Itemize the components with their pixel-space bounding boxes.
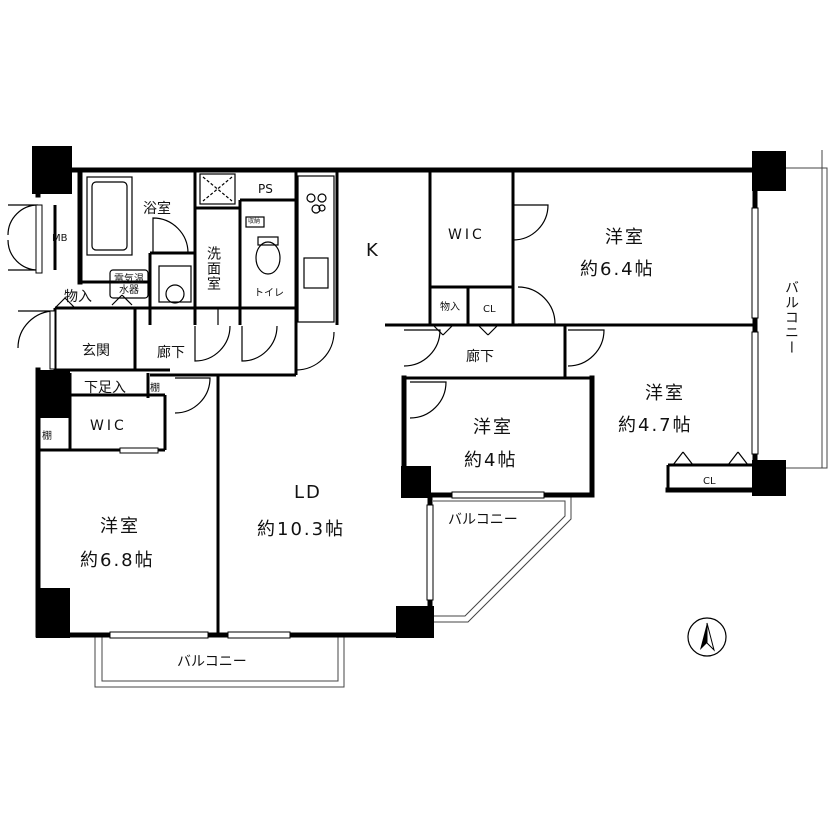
kitchen-counter (297, 175, 335, 323)
label-tiny: 収納 (248, 218, 261, 225)
columns (32, 146, 786, 638)
balcony-bottom-outline (94, 636, 345, 688)
label-toilet: トイレ (254, 288, 284, 299)
window-wic-left (119, 447, 159, 454)
label-room-sw-size: 約6.8帖 (80, 550, 155, 571)
label-kitchen: K (366, 240, 380, 261)
sink-bowl (165, 284, 185, 304)
door-storage-mid (432, 324, 454, 336)
label-room-mid-size: 約4帖 (464, 450, 518, 471)
door-room-ne (512, 204, 549, 241)
label-ld-size: 約10.3帖 (257, 519, 346, 540)
door-room-east (567, 329, 605, 367)
bathtub (86, 176, 133, 256)
north-compass-icon (687, 617, 727, 657)
column-top-right (752, 151, 786, 191)
compass-needle-left (700, 623, 707, 650)
kitchen-sink (303, 257, 329, 289)
label-bath: 浴室 (143, 201, 171, 217)
label-wic-left: WIC (90, 418, 127, 434)
label-storage-entry: 物入 (64, 289, 92, 305)
door-cl-east-right (727, 451, 749, 466)
label-cl-east: CL (703, 476, 716, 487)
door-entrance (17, 310, 56, 349)
water-heater (109, 269, 149, 299)
toilet-storage (245, 216, 265, 228)
door-mb-upper (7, 204, 39, 236)
window-ld-bottom (227, 631, 291, 639)
window-entrance (49, 310, 56, 370)
sink-cabinet (158, 265, 192, 303)
window-sw-bottom (109, 631, 209, 639)
label-balcony-center: バルコニー (448, 512, 518, 528)
balcony-center-inner (433, 500, 566, 617)
window-mid-bottom (451, 491, 545, 499)
door-mb-lower (7, 239, 39, 271)
label-room-east-size: 約4.7帖 (618, 415, 693, 436)
label-wic-top: WIC (448, 227, 485, 243)
toilet-bowl (255, 241, 281, 275)
label-balcony-right: バルコニー (783, 280, 799, 355)
column-bottom-mid (396, 606, 434, 638)
fixtures (86, 173, 335, 323)
label-entrance: 玄関 (82, 343, 110, 359)
laundry-pan (199, 173, 236, 205)
toilet-tank (257, 236, 279, 246)
door-kitchen (295, 331, 335, 371)
door-room-sw (174, 377, 211, 414)
column-top-left (32, 146, 72, 194)
label-hallway-left: 廊下 (157, 345, 185, 361)
window-east-right (751, 331, 759, 455)
label-storage-mid: 物入 (440, 302, 460, 313)
bathtub-inner (91, 181, 128, 251)
label-water-heater: 電気温水器 (114, 274, 144, 296)
windows (35, 204, 759, 639)
balcony-right-outline (785, 167, 828, 469)
column-bottom-left (36, 588, 70, 638)
label-mb: MB (52, 233, 68, 244)
label-shelf-small: 棚 (150, 383, 160, 394)
column-mid-room (401, 466, 431, 498)
balcony-bottom-inner (101, 636, 339, 682)
door-cl-mid-fold (477, 324, 499, 336)
door-room-mid (409, 381, 447, 419)
label-balcony-bottom: バルコニー (177, 654, 247, 670)
label-room-east-name: 洋室 (645, 383, 685, 404)
door-cl-mid (517, 286, 556, 325)
label-senmen: 洗面室 (205, 246, 221, 291)
stove-burner (306, 193, 316, 203)
compass-needle-right (706, 622, 715, 652)
door-storage-entry (54, 297, 76, 309)
stove-burner (318, 204, 326, 212)
label-room-mid-name: 洋室 (473, 417, 513, 438)
stove-burner (317, 193, 327, 203)
door-senmen (194, 325, 231, 362)
label-shelf-left: 棚 (42, 431, 52, 442)
door-toilet (241, 325, 278, 362)
label-ps: PS (258, 182, 273, 196)
interior-walls (38, 170, 755, 635)
label-room-sw-name: 洋室 (100, 516, 140, 537)
label-shoe-storage: 下足入 (84, 380, 126, 396)
label-room-ne-size: 約6.4帖 (580, 259, 655, 280)
column-left-mid (36, 370, 70, 418)
door-bath (152, 217, 189, 254)
column-bottom-right (752, 460, 786, 496)
window-ne-right (751, 207, 759, 319)
door-heater-folding (111, 294, 133, 306)
compass-ring (687, 617, 727, 657)
laundry-pan-cross (202, 176, 233, 202)
door-cl-east-left (672, 451, 694, 466)
window-mb (35, 204, 43, 274)
label-cl-mid: CL (483, 304, 496, 315)
door-hall-right (403, 329, 441, 367)
label-hallway-right: 廊下 (466, 349, 494, 365)
window-ld-right (426, 504, 434, 601)
label-room-ne-name: 洋室 (605, 227, 645, 248)
label-ld-name: LD (294, 482, 322, 503)
stove-burner (311, 204, 321, 214)
